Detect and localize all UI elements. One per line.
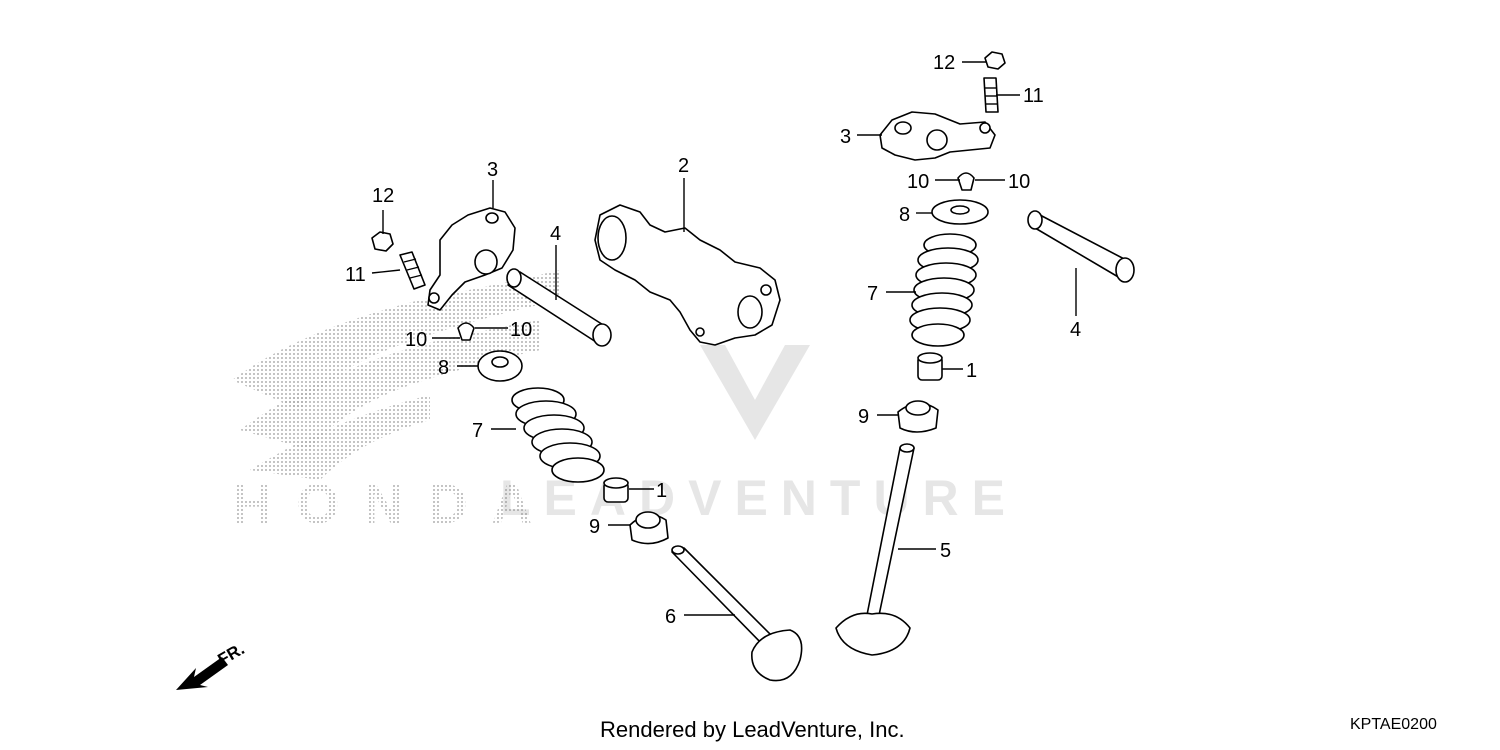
callout-left-3: 3 <box>487 159 498 181</box>
right-stem-seal <box>917 352 943 381</box>
valve-6 <box>671 545 803 682</box>
render-credit: Rendered by LeadVenture, Inc. <box>600 717 905 742</box>
left-rocker-shaft <box>506 268 612 347</box>
callout-right-12: 12 <box>933 52 955 74</box>
callout-left-12: 12 <box>372 185 394 207</box>
right-lock-nut <box>984 51 1006 70</box>
callout-right-3: 3 <box>840 126 851 148</box>
callout-left-1: 1 <box>656 480 667 502</box>
left-rocker-arm <box>427 207 516 311</box>
callout-right-4: 4 <box>1070 319 1081 341</box>
right-valve-cotters <box>957 172 975 191</box>
callout-left-10b: 10 <box>510 319 532 341</box>
diagram-code: KPTAE0200 <box>1350 716 1437 733</box>
callout-left-9: 9 <box>589 516 600 538</box>
callout-right-11: 11 <box>1023 85 1044 107</box>
honda-logo-text: HONDA <box>232 472 532 535</box>
left-valve-cotters <box>457 322 475 341</box>
callout-right-9: 9 <box>858 406 869 428</box>
right-rocker-arm <box>879 111 996 161</box>
left-spring-retainer <box>477 350 523 382</box>
callout-labels: 12 11 3 4 2 10 10 8 7 1 9 6 12 11 3 10 1… <box>345 52 1081 628</box>
camshaft <box>594 204 781 346</box>
callout-cam-2: 2 <box>678 155 689 177</box>
right-spring-retainer <box>931 199 989 225</box>
callout-left-8: 8 <box>438 357 449 379</box>
right-valve-spring <box>909 233 979 347</box>
callout-left-11: 11 <box>345 264 366 286</box>
callout-right-7: 7 <box>867 283 878 305</box>
left-adjusting-screw <box>399 251 426 290</box>
left-stem-seal <box>603 477 629 503</box>
callout-valve-6: 6 <box>665 606 676 628</box>
right-adjusting-screw <box>983 77 999 113</box>
callout-left-4: 4 <box>550 223 561 245</box>
callout-right-1: 1 <box>966 360 977 382</box>
right-spring-seat <box>897 400 939 433</box>
left-lock-nut <box>371 231 394 252</box>
callout-valve-5: 5 <box>940 540 951 562</box>
left-spring-seat <box>629 511 669 545</box>
callout-left-7: 7 <box>472 420 483 442</box>
front-direction-arrow: FR. <box>176 639 248 690</box>
left-valve-spring <box>511 387 605 483</box>
right-rocker-shaft <box>1027 210 1135 283</box>
callout-right-10a: 10 <box>907 171 929 193</box>
valve-5 <box>835 443 915 656</box>
callout-right-8: 8 <box>899 204 910 226</box>
leader-lines <box>371 61 1077 616</box>
callout-right-10b: 10 <box>1008 171 1030 193</box>
callout-left-10a: 10 <box>405 329 427 351</box>
